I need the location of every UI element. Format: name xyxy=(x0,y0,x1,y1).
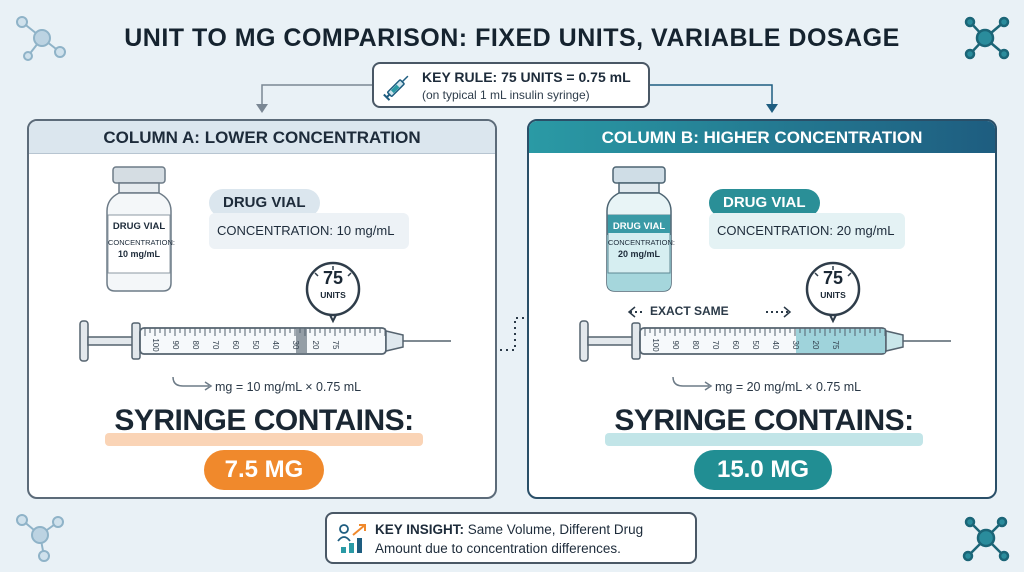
scale-label: 50 xyxy=(251,341,260,350)
vial-label-name: DRUG VIAL xyxy=(112,221,166,232)
key-insight-box: KEY INSIGHT: Same Volume, Different Drug… xyxy=(325,512,697,564)
scale-label: 75 xyxy=(831,341,840,350)
arrow-icon xyxy=(672,377,713,391)
formula-text: mg = 20 mg/mL × 0.75 mL xyxy=(715,380,862,394)
molecule-icon xyxy=(16,16,66,61)
insight-bold: KEY INSIGHT: xyxy=(375,522,465,537)
scale-label: 40 xyxy=(271,341,280,350)
molecule-icon xyxy=(16,514,64,562)
scale-label: 30 xyxy=(791,341,800,350)
column-a-title: COLUMN A: LOWER CONCENTRATION xyxy=(103,128,421,147)
syringe-contains-label: SYRINGE CONTAINS: xyxy=(614,404,914,437)
arrow-icon xyxy=(172,377,213,391)
column-b-header: COLUMN B: HIGHER CONCENTRATION xyxy=(529,121,995,153)
scale-label: 60 xyxy=(731,341,740,350)
concentration-box: CONCENTRATION: 10 mg/mL xyxy=(209,213,409,249)
page-title: UNIT TO MG COMPARISON: FIXED UNITS, VARI… xyxy=(124,24,900,52)
exact-same-arrows xyxy=(627,306,792,318)
scale-label: 70 xyxy=(211,341,220,350)
result-value: 15.0 MG xyxy=(694,450,832,490)
key-rule-text: KEY RULE: 75 UNITS = 0.75 mL xyxy=(422,69,631,85)
key-rule-subtext: (on typical 1 mL insulin syringe) xyxy=(422,88,590,102)
contains-highlight xyxy=(605,433,923,446)
key-rule-box: KEY RULE: 75 UNITS = 0.75 mL (on typical… xyxy=(372,62,650,108)
vial-label-concentration: CONCENTRATION: xyxy=(608,238,675,247)
contains-highlight xyxy=(105,433,423,446)
syringe-contains-label: SYRINGE CONTAINS: xyxy=(114,404,414,437)
concentration-box: CONCENTRATION: 20 mg/mL xyxy=(709,213,905,249)
scale-label: 100 xyxy=(151,338,160,352)
scale-label: 70 xyxy=(711,341,720,350)
vial-label-concentration: CONCENTRATION: xyxy=(108,238,175,247)
drug-vial-image xyxy=(106,166,172,292)
vial-label-value: 20 mg/mL xyxy=(617,249,660,259)
column-a-panel: COLUMN A: LOWER CONCENTRATION DRUG VIAL … xyxy=(27,119,497,499)
molecule-icon xyxy=(964,16,1010,60)
drug-vial-image xyxy=(606,166,672,292)
growth-chart-icon xyxy=(337,524,366,553)
scale-label: 50 xyxy=(751,341,760,350)
scale-label: 90 xyxy=(171,341,180,350)
scale-label: 100 xyxy=(651,338,660,352)
scale-label: 20 xyxy=(311,341,320,350)
vial-label-value: 10 mg/mL xyxy=(117,249,160,259)
scale-label: 80 xyxy=(191,341,200,350)
drug-vial-tag: DRUG VIAL xyxy=(709,189,820,217)
gauge-value: 75 xyxy=(322,268,344,288)
column-b-panel: COLUMN B: HIGHER CONCENTRATION DRUG VIAL… xyxy=(527,119,997,499)
molecule-icon xyxy=(962,516,1010,562)
result-value: 7.5 MG xyxy=(204,450,324,490)
scale-label: 90 xyxy=(671,341,680,350)
vial-label-name: DRUG VIAL xyxy=(612,221,666,232)
scale-label: 20 xyxy=(811,341,820,350)
formula-text: mg = 10 mg/mL × 0.75 mL xyxy=(215,380,362,394)
column-b-title: COLUMN B: HIGHER CONCENTRATION xyxy=(601,128,923,147)
syringe-image: 100 90 80 70 60 50 40 30 20 75 xyxy=(579,261,951,362)
gauge-value: 75 xyxy=(822,268,844,288)
column-a-header: COLUMN A: LOWER CONCENTRATION xyxy=(29,121,495,154)
scale-label: 60 xyxy=(231,341,240,350)
gauge-unit: UNITS xyxy=(820,290,846,300)
scale-label: 75 xyxy=(331,341,340,350)
insight-line-1: KEY INSIGHT: Same Volume, Different Drug xyxy=(375,522,643,537)
scale-label: 30 xyxy=(291,341,300,350)
syringe-icon xyxy=(383,75,409,101)
syringe-image: 100 90 80 70 60 50 40 30 20 75 xyxy=(79,261,451,362)
scale-label: 80 xyxy=(691,341,700,350)
insight-line-1-rest: Same Volume, Different Drug xyxy=(464,522,644,537)
exact-same-label: EXACT SAME xyxy=(646,304,733,318)
drug-vial-tag: DRUG VIAL xyxy=(209,189,320,217)
scale-label: 40 xyxy=(771,341,780,350)
gauge-unit: UNITS xyxy=(320,290,346,300)
insight-line-2: Amount due to concentration differences. xyxy=(375,541,621,556)
